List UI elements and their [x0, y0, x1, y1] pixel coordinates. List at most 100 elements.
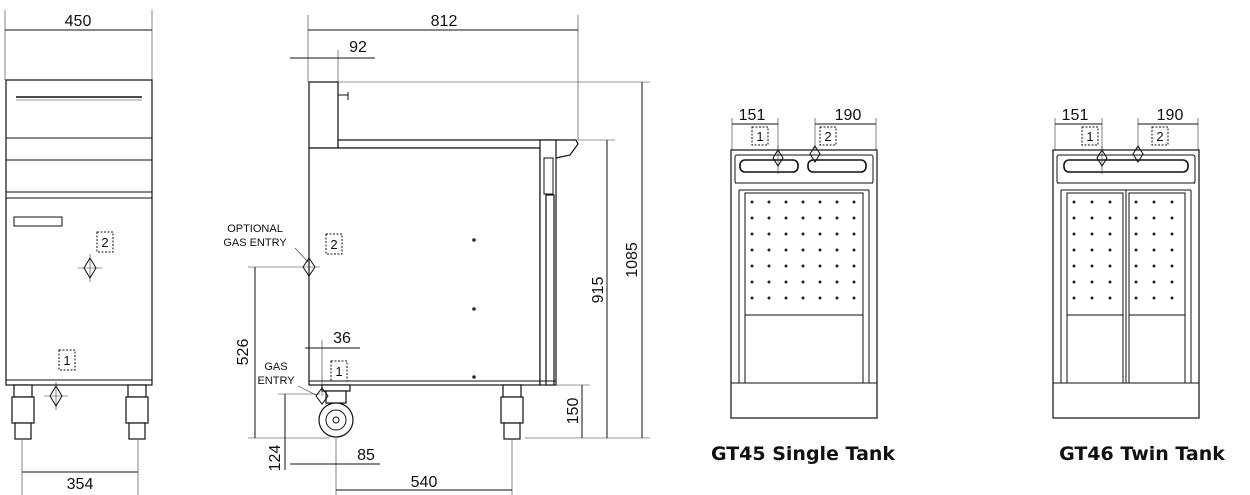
- twin-dim-a: 151: [1062, 107, 1089, 124]
- perforation-dot: [801, 280, 805, 284]
- perforation-dot: [1134, 232, 1138, 236]
- twin-dim-b: 190: [1157, 107, 1184, 124]
- perforation-dot: [1170, 296, 1174, 300]
- perforation-dot: [835, 200, 839, 204]
- perforation-dot: [750, 296, 754, 300]
- perforation-dot: [1090, 280, 1094, 284]
- perforation-dot: [1108, 280, 1112, 284]
- perforation-dot: [835, 232, 839, 236]
- single-marker-2: 2: [824, 129, 831, 144]
- perforation-dot: [784, 280, 788, 284]
- perforation-dot: [852, 216, 856, 220]
- perforation-dot: [818, 296, 822, 300]
- single-tank-view: 151 190 1 2 GT45 Single Tank: [711, 107, 895, 465]
- perforation-dot: [818, 200, 822, 204]
- perforation-dot: [784, 232, 788, 236]
- perforation-dot: [1108, 296, 1112, 300]
- twin-caption: GT46 Twin Tank: [1059, 443, 1225, 465]
- perforation-dot: [852, 248, 856, 252]
- perforation-dot: [801, 216, 805, 220]
- side-view: 812 92 OPTIONAL GAS ENTRY: [223, 13, 650, 495]
- perforation-dot: [750, 216, 754, 220]
- side-work-height-dim: 915: [590, 277, 607, 304]
- perforation-dot: [1072, 216, 1076, 220]
- side-gas-height-dim: 526: [235, 339, 252, 366]
- perforation-dot: [767, 248, 771, 252]
- perforation-dot: [1152, 264, 1156, 268]
- side-castor-height-dim: 124: [267, 445, 284, 472]
- perforation-dot: [1170, 264, 1174, 268]
- perforation-dot: [767, 232, 771, 236]
- perforation-dot: [1134, 280, 1138, 284]
- perforation-dot: [767, 200, 771, 204]
- twin-tank-view: 151 190 1 2 GT46 Twin Tank: [1052, 107, 1225, 465]
- perforation-dot: [835, 216, 839, 220]
- perforation-dot: [784, 296, 788, 300]
- front-leg-span-dim: 354: [67, 476, 94, 493]
- perforation-dot: [1090, 232, 1094, 236]
- perforation-dot: [818, 232, 822, 236]
- perforation-dot: [784, 216, 788, 220]
- single-basket-perforations: [750, 200, 856, 300]
- perforation-dot: [835, 280, 839, 284]
- single-caption: GT45 Single Tank: [711, 443, 895, 465]
- perforation-dot: [1108, 216, 1112, 220]
- perforation-dot: [1134, 296, 1138, 300]
- perforation-dot: [1108, 232, 1112, 236]
- perforation-dot: [1090, 200, 1094, 204]
- perforation-dot: [1072, 280, 1076, 284]
- perforation-dot: [1090, 264, 1094, 268]
- front-marker-1: 1: [63, 353, 70, 368]
- perforation-dot: [1090, 216, 1094, 220]
- perforation-dot: [1170, 232, 1174, 236]
- perforation-dot: [835, 248, 839, 252]
- perforation-dot: [750, 232, 754, 236]
- side-depth-dim: 812: [431, 13, 458, 30]
- perforation-dot: [1152, 280, 1156, 284]
- perforation-dot: [767, 280, 771, 284]
- perforation-dot: [767, 264, 771, 268]
- perforation-dot: [818, 216, 822, 220]
- side-gas-label-2: ENTRY: [257, 375, 295, 387]
- front-marker-2: 2: [101, 235, 108, 250]
- perforation-dot: [1152, 232, 1156, 236]
- perforation-dot: [818, 264, 822, 268]
- perforation-dot: [1170, 216, 1174, 220]
- perforation-dot: [1134, 248, 1138, 252]
- front-width-dim: 450: [65, 13, 92, 30]
- perforation-dot: [1108, 264, 1112, 268]
- perforation-dot: [1152, 200, 1156, 204]
- perforation-dot: [801, 296, 805, 300]
- perforation-dot: [750, 280, 754, 284]
- perforation-dot: [852, 264, 856, 268]
- perforation-dot: [750, 248, 754, 252]
- perforation-dot: [1134, 216, 1138, 220]
- perforation-dot: [801, 264, 805, 268]
- perforation-dot: [1134, 200, 1138, 204]
- side-gas-offset-dim: 36: [333, 330, 351, 347]
- perforation-dot: [1108, 200, 1112, 204]
- twin-basket-perforations: [1072, 200, 1174, 300]
- perforation-dot: [801, 248, 805, 252]
- perforation-dot: [852, 232, 856, 236]
- perforation-dot: [1072, 200, 1076, 204]
- side-castor-offset-dim: 85: [357, 447, 375, 464]
- perforation-dot: [835, 296, 839, 300]
- perforation-dot: [1170, 248, 1174, 252]
- perforation-dot: [1072, 248, 1076, 252]
- perforation-dot: [852, 280, 856, 284]
- side-leg-span-dim: 540: [411, 474, 438, 491]
- side-optional-gas-label-2: GAS ENTRY: [223, 237, 287, 249]
- perforation-dot: [1090, 296, 1094, 300]
- perforation-dot: [767, 216, 771, 220]
- side-flue-offset-dim: 92: [349, 39, 367, 56]
- perforation-dot: [1108, 248, 1112, 252]
- perforation-dot: [1090, 248, 1094, 252]
- side-optional-gas-label-1: OPTIONAL: [227, 223, 283, 235]
- side-marker-2: 2: [330, 237, 337, 252]
- perforation-dot: [835, 264, 839, 268]
- perforation-dot: [852, 200, 856, 204]
- perforation-dot: [801, 232, 805, 236]
- perforation-dot: [818, 280, 822, 284]
